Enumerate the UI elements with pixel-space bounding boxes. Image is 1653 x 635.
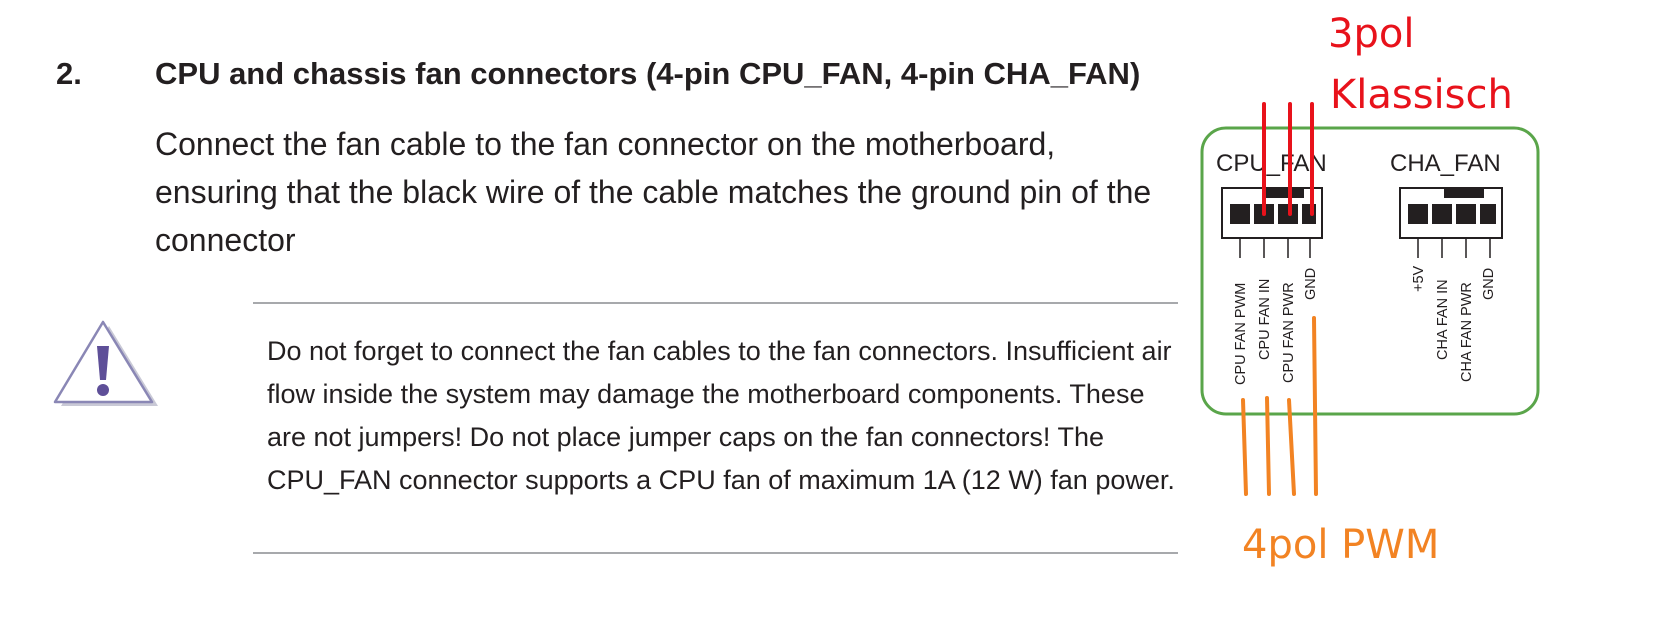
three-pin-label-line2: Klassisch	[1330, 72, 1513, 118]
section-body: Connect the fan cable to the fan connect…	[155, 126, 1152, 258]
cha-pin-label-4: GND	[1481, 268, 1497, 300]
cpu-pin-label-3: CPU FAN PWR	[1281, 282, 1297, 383]
note-divider-bottom	[253, 552, 1178, 554]
cpu-fan-connector	[1221, 187, 1323, 258]
step-number: 2.	[56, 56, 82, 91]
warning-exclamation-icon	[52, 318, 162, 410]
cha-pin-label-3: CHA FAN PWR	[1459, 282, 1475, 382]
warning-note-text: Do not forget to connect the fan cables …	[267, 336, 1175, 495]
cpu-pin-label-1: CPU FAN PWM	[1233, 283, 1249, 385]
cha-pin-label-2: CHA FAN IN	[1435, 279, 1451, 360]
fan-connector-diagram: 3pol Klassisch CPU_FAN CHA_FAN	[1180, 0, 1580, 635]
note-divider-top	[253, 302, 1178, 304]
four-pin-marker-lines	[1241, 316, 1318, 496]
section-title: CPU and chassis fan connectors (4-pin CP…	[155, 56, 1141, 91]
cpu-pin-label-2: CPU FAN IN	[1257, 279, 1273, 360]
cha-pin-label-1: +5V	[1411, 265, 1427, 292]
four-pin-label: 4pol PWM	[1242, 522, 1439, 568]
cpu-pin-label-4: GND	[1303, 268, 1319, 300]
three-pin-label-line1: 3pol	[1328, 11, 1414, 57]
connector-panel	[1200, 126, 1540, 416]
cha-fan-label: CHA_FAN	[1390, 150, 1501, 177]
cha-fan-connector	[1399, 187, 1503, 258]
three-pin-marker-lines	[1262, 102, 1314, 216]
cpu-fan-label: CPU_FAN	[1216, 150, 1327, 177]
